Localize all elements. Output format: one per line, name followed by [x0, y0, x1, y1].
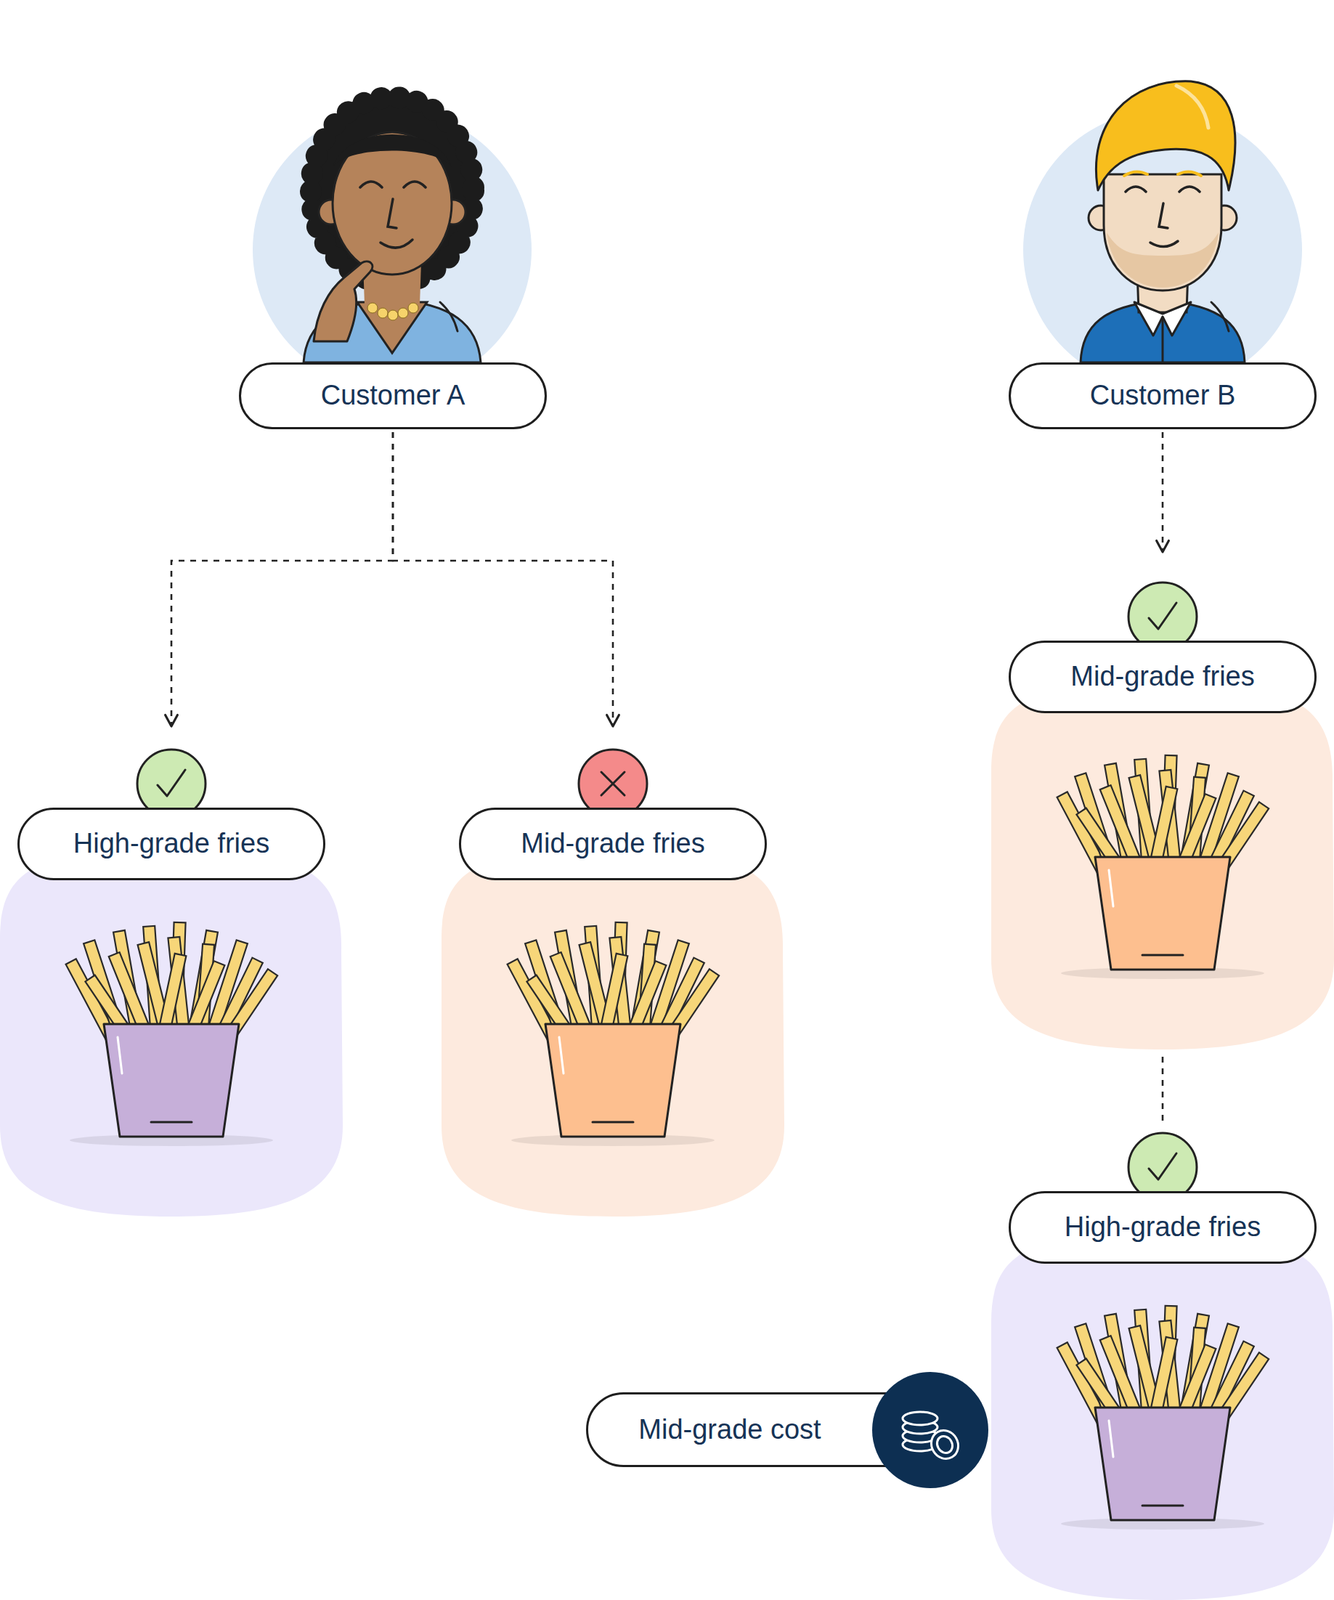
cup-highlight — [559, 1036, 564, 1074]
fries-panel-blob — [991, 682, 1334, 1050]
customer-a-avatar — [252, 97, 532, 390]
dashed-connector — [1161, 432, 1165, 552]
fries-option-panel: Mid-grade fries — [441, 747, 785, 1217]
cup-line — [1142, 1504, 1183, 1507]
cup-highlight — [1108, 869, 1114, 907]
cost-pill: Mid-grade cost — [586, 1392, 964, 1467]
node-label: High-grade fries — [73, 827, 270, 860]
fries-cup — [545, 1023, 681, 1137]
option-label-pill: Mid-grade fries — [458, 807, 767, 881]
node-label: Customer A — [320, 379, 466, 412]
cup-line — [592, 1121, 634, 1124]
fries-panel-blob — [991, 1233, 1334, 1600]
fries-option-panel: High-grade fries — [991, 1131, 1334, 1600]
fries-option-panel: Mid-grade fries — [991, 580, 1334, 1050]
option-label-pill: High-grade fries — [17, 807, 326, 881]
node-label: Mid-grade fries — [520, 827, 705, 860]
customer-pill: Customer A — [238, 362, 547, 430]
node-label: Customer B — [1090, 379, 1236, 412]
fries-panel-blob — [0, 849, 343, 1217]
node-label: High-grade fries — [1064, 1211, 1261, 1244]
node-label: Mid-grade cost — [638, 1413, 821, 1446]
fries-option-panel: High-grade fries — [0, 747, 343, 1217]
option-label-pill: High-grade fries — [1008, 1190, 1317, 1264]
option-label-pill: Mid-grade fries — [1008, 640, 1317, 714]
fries-cup — [103, 1023, 239, 1137]
fries-cup — [1095, 856, 1231, 970]
cup-highlight — [117, 1036, 122, 1074]
dashed-connector — [171, 432, 393, 727]
dashed-connector — [392, 432, 613, 727]
dashed-connector — [1161, 1056, 1165, 1125]
customer-b-avatar — [1023, 81, 1303, 390]
customer-pill: Customer B — [1008, 362, 1317, 430]
cup-line — [1142, 954, 1183, 957]
cup-highlight — [1108, 1420, 1114, 1457]
fries-cup — [1095, 1407, 1231, 1520]
cup-line — [151, 1121, 192, 1124]
node-label: Mid-grade fries — [1070, 660, 1255, 693]
fries-panel-blob — [441, 849, 785, 1217]
coins-icon — [872, 1371, 989, 1488]
